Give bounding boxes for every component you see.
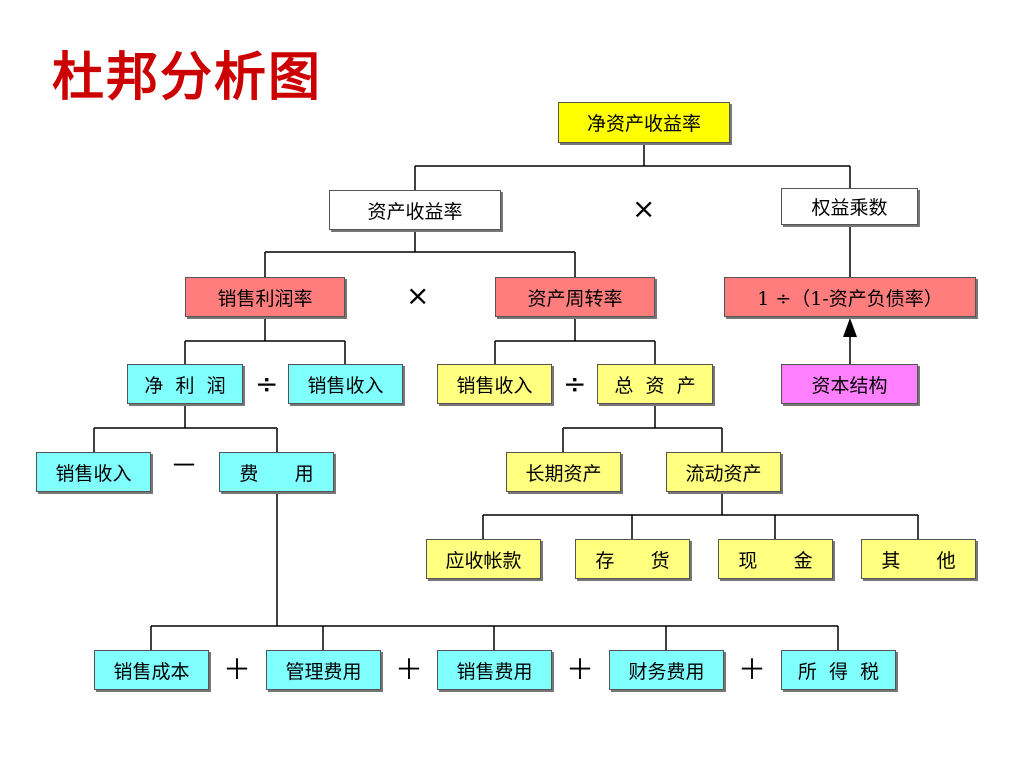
node-receivables: 应收帐款	[426, 539, 541, 579]
node-sales-revenue-1: 销售收入	[288, 364, 403, 404]
node-net-profit: 净 利 润	[127, 364, 243, 404]
node-profit-margin: 销售利润率	[185, 277, 345, 317]
node-capital-structure: 资本结构	[781, 364, 918, 404]
times-operator: ×	[406, 279, 430, 312]
node-cash: 现 金	[718, 539, 833, 579]
node-other: 其 他	[861, 539, 976, 579]
node-selling-expense: 销售费用	[437, 650, 552, 690]
node-long-term-assets: 长期资产	[506, 452, 621, 492]
node-inventory: 存 货	[575, 539, 690, 579]
node-total-assets: 总 资 产	[597, 364, 713, 404]
node-sales-revenue-2: 销售收入	[437, 364, 552, 404]
plus-operator: ＋	[566, 653, 595, 686]
node-asset-turnover: 资产周转率	[495, 277, 655, 317]
divide-operator: ÷	[255, 367, 279, 400]
plus-operator: ＋	[738, 653, 767, 686]
node-roe: 净资产收益率	[558, 102, 730, 143]
arrow-up-icon	[843, 318, 857, 337]
node-expenses: 费 用	[219, 452, 334, 492]
divide-operator: ÷	[563, 367, 587, 400]
times-operator: ×	[632, 192, 656, 225]
plus-operator: ＋	[223, 653, 252, 686]
plus-operator: ＋	[395, 653, 424, 686]
node-admin-expense: 管理费用	[266, 650, 381, 690]
node-equity-multiplier: 权益乘数	[781, 188, 918, 225]
node-current-assets: 流动资产	[666, 452, 781, 492]
node-income-tax: 所 得 税	[781, 650, 896, 690]
node-leverage-formula: 1 ÷（1-资产负债率）	[724, 277, 976, 317]
minus-operator: －	[170, 449, 199, 482]
node-roa: 资产收益率	[329, 190, 501, 230]
page-title: 杜邦分析图	[52, 48, 323, 108]
node-sales-revenue-3: 销售收入	[36, 452, 151, 492]
node-finance-expense: 财务费用	[609, 650, 724, 690]
node-cost-of-sales: 销售成本	[94, 650, 209, 690]
